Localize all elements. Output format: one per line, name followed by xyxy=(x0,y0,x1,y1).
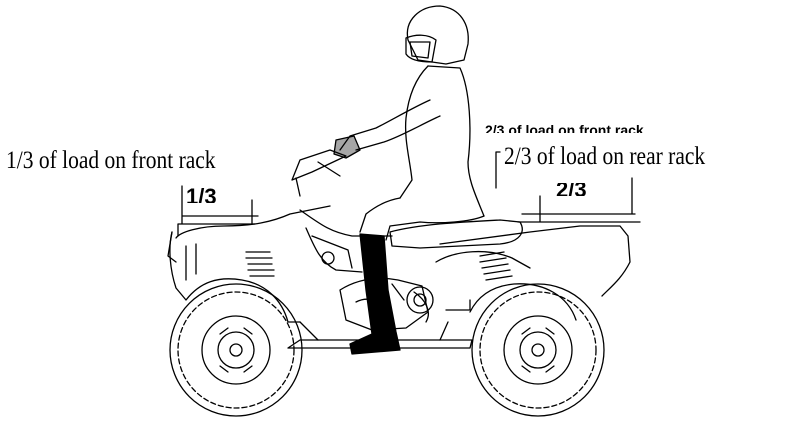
callout-lines xyxy=(496,152,500,188)
front-rack-marker: 1/3 xyxy=(186,183,242,203)
front-wheel xyxy=(170,284,302,416)
atv-body xyxy=(168,150,630,348)
rear-rack-marker: 2/3 xyxy=(556,183,608,196)
front-rack-load-caption: 1/3 of load on front rack xyxy=(6,147,216,175)
rider-boot-icon xyxy=(350,234,400,354)
rear-wheel xyxy=(472,284,604,416)
overlapped-label-fragment: 2/3 of load on front rack xyxy=(485,122,644,133)
rear-rack-load-caption: 2/3 of load on rear rack xyxy=(504,143,705,171)
